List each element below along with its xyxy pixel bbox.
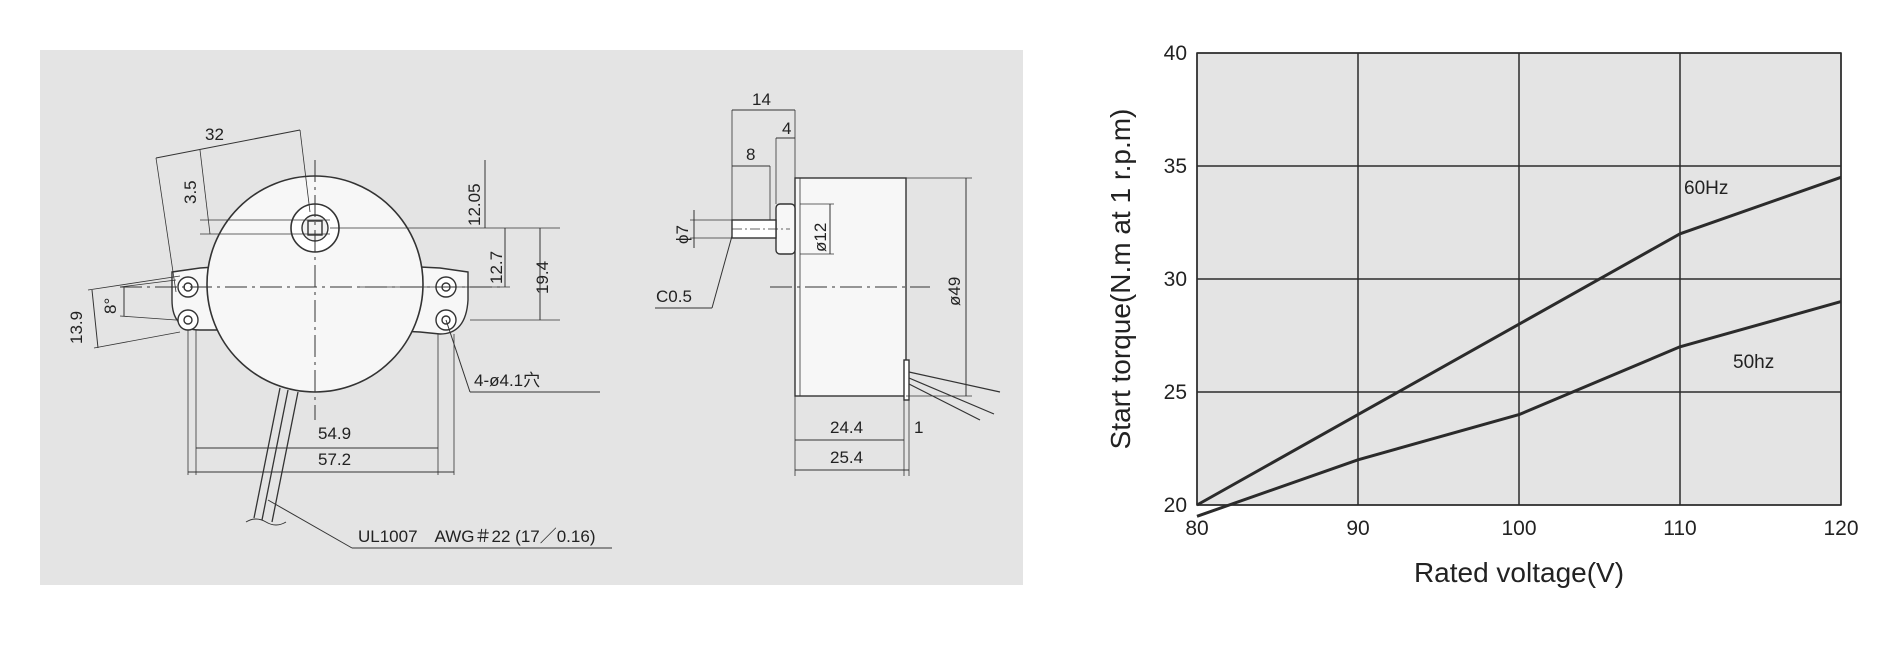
dim-label-14: 14 [752, 90, 771, 109]
y-tick-label: 20 [1164, 494, 1187, 517]
x-tick-label: 100 [1501, 517, 1536, 540]
dim-label-3-5: 3.5 [181, 180, 200, 204]
dim-label-57-2: 57.2 [318, 450, 351, 469]
mounting-hole-lower-left [178, 310, 198, 330]
x-tick-labels: 80 90 100 110 120 [1185, 517, 1858, 540]
y-tick-labels: 20 25 30 35 40 [1164, 42, 1187, 517]
dim-label-12-7: 12.7 [487, 251, 506, 284]
torque-voltage-chart: 80 90 100 110 120 20 25 30 35 40 60Hz 50hz Rated … [1105, 42, 1859, 588]
motor-dimension-drawing: 32 3.5 12.05 12.7 19.4 8° 13.9 54.9 57.2… [40, 50, 1023, 585]
y-tick-label: 25 [1164, 381, 1187, 404]
y-tick-label: 40 [1164, 42, 1187, 65]
wire-note-label: UL1007 AWG＃22 (17／0.16) [358, 527, 595, 546]
dim-label-12-05: 12.05 [465, 183, 484, 226]
series-label-50hz: 50hz [1733, 352, 1774, 373]
dim-label-phi7: ϕ7 [673, 225, 692, 244]
dim-label-19-4: 19.4 [533, 261, 552, 294]
x-tick-label: 80 [1185, 517, 1208, 540]
chamfer-label: C0.5 [656, 287, 692, 306]
dim-label-8: 8 [746, 145, 755, 164]
x-tick-label: 120 [1823, 517, 1858, 540]
x-axis-label: Rated voltage(V) [1414, 557, 1624, 588]
dim-label-phi49: ø49 [945, 277, 964, 306]
dim-label-4: 4 [782, 119, 791, 138]
dim-label-1: 1 [914, 418, 923, 437]
dim-label-54-9: 54.9 [318, 424, 351, 443]
y-tick-label: 30 [1164, 268, 1187, 291]
series-label-60hz: 60Hz [1684, 178, 1728, 199]
wire-grommet [904, 360, 909, 400]
dim-label-13-9: 13.9 [67, 311, 86, 344]
dim-label-25-4: 25.4 [830, 448, 863, 467]
hole-note-label: 4-ø4.1穴 [474, 371, 540, 390]
x-tick-label: 110 [1663, 517, 1696, 540]
dim-label-24-4: 24.4 [830, 418, 863, 437]
dim-label-phi12: ø12 [811, 223, 830, 252]
x-tick-label: 90 [1346, 517, 1369, 540]
y-axis-label: Start torque(N.m at 1 r.p.m) [1105, 109, 1136, 450]
shaft-boss-side [776, 204, 795, 254]
dim-label-8deg: 8° [101, 298, 120, 314]
dim-label-32: 32 [205, 125, 224, 144]
y-tick-label: 35 [1164, 155, 1187, 178]
